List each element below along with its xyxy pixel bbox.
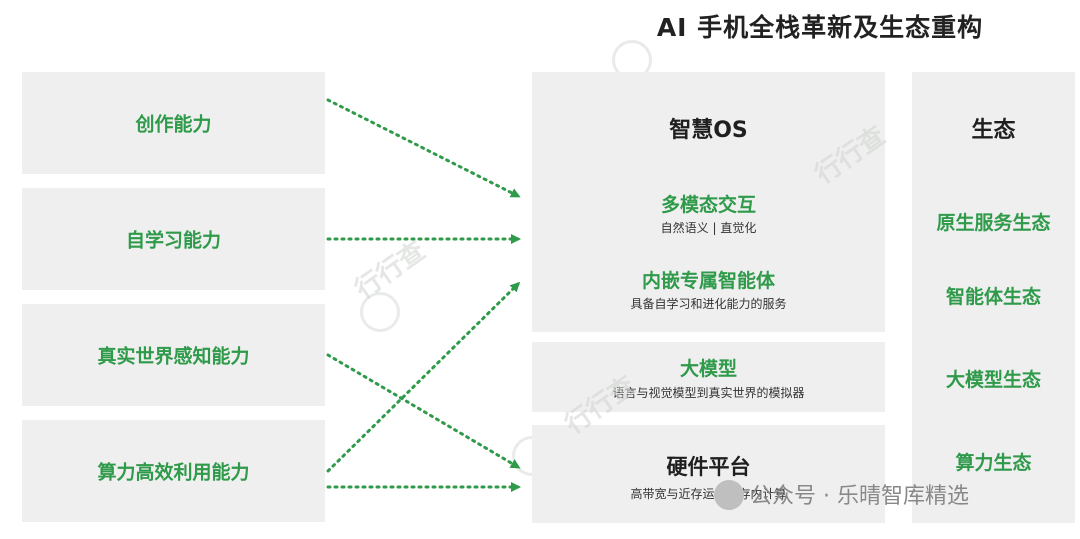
arrow-perception-to-hardware — [326, 353, 521, 469]
capability-box-compute-efficiency: 算力高效利用能力 — [22, 420, 325, 522]
large-model-desc: 语言与视觉模型到真实世界的模拟器 — [612, 386, 805, 400]
ecosystem-title: 生态 — [971, 118, 1016, 143]
hardware-platform-box: 硬件平台 高带宽与近存运算，存内计算 — [532, 425, 885, 523]
ecosystem-item-compute: 算力生态 — [955, 452, 1032, 474]
large-model-box: 大模型 语言与视觉模型到真实世界的模拟器 — [532, 342, 885, 412]
embedded-agent-title: 内嵌专属智能体 — [641, 270, 775, 292]
hardware-platform-title: 硬件平台 — [666, 455, 751, 479]
footer-attribution: 公众号 · 乐晴智库精选 — [714, 478, 969, 512]
watermark-logo-icon — [360, 292, 400, 332]
footer-text: 公众号 · 乐晴智库精选 — [750, 484, 969, 509]
diagram-title: AI 手机全栈革新及生态重构 — [656, 13, 984, 42]
multimodal-interaction-title: 多模态交互 — [660, 194, 756, 216]
arrow-compute-to-os — [326, 281, 521, 473]
capability-label: 算力高效利用能力 — [97, 461, 250, 484]
ecosystem-item-agent: 智能体生态 — [945, 286, 1041, 308]
wechat-icon — [714, 480, 744, 510]
capability-label: 自学习能力 — [125, 229, 221, 252]
hardware-platform-desc: 高带宽与近存运算，存内计算 — [630, 487, 787, 501]
arrow-creation-to-os — [326, 98, 521, 198]
capability-label: 创作能力 — [135, 113, 212, 136]
smart-os-box: 智慧OS 多模态交互 自然语义 | 直觉化 内嵌专属智能体 具备自学习和进化能力… — [532, 72, 885, 332]
ecosystem-item-large-model: 大模型生态 — [945, 369, 1041, 391]
capability-label: 真实世界感知能力 — [97, 345, 250, 368]
capability-box-world-perception: 真实世界感知能力 — [22, 304, 325, 406]
ecosystem-box: 生态 原生服务生态 智能体生态 大模型生态 算力生态 — [912, 72, 1075, 523]
capability-box-creation: 创作能力 — [22, 72, 325, 174]
ecosystem-item-native-service: 原生服务生态 — [936, 212, 1051, 234]
large-model-title: 大模型 — [679, 358, 737, 380]
embedded-agent-desc: 具备自学习和进化能力的服务 — [630, 297, 787, 311]
multimodal-interaction-desc: 自然语义 | 直觉化 — [660, 221, 757, 235]
capability-box-self-learning: 自学习能力 — [22, 188, 325, 290]
smart-os-title: 智慧OS — [669, 118, 748, 143]
